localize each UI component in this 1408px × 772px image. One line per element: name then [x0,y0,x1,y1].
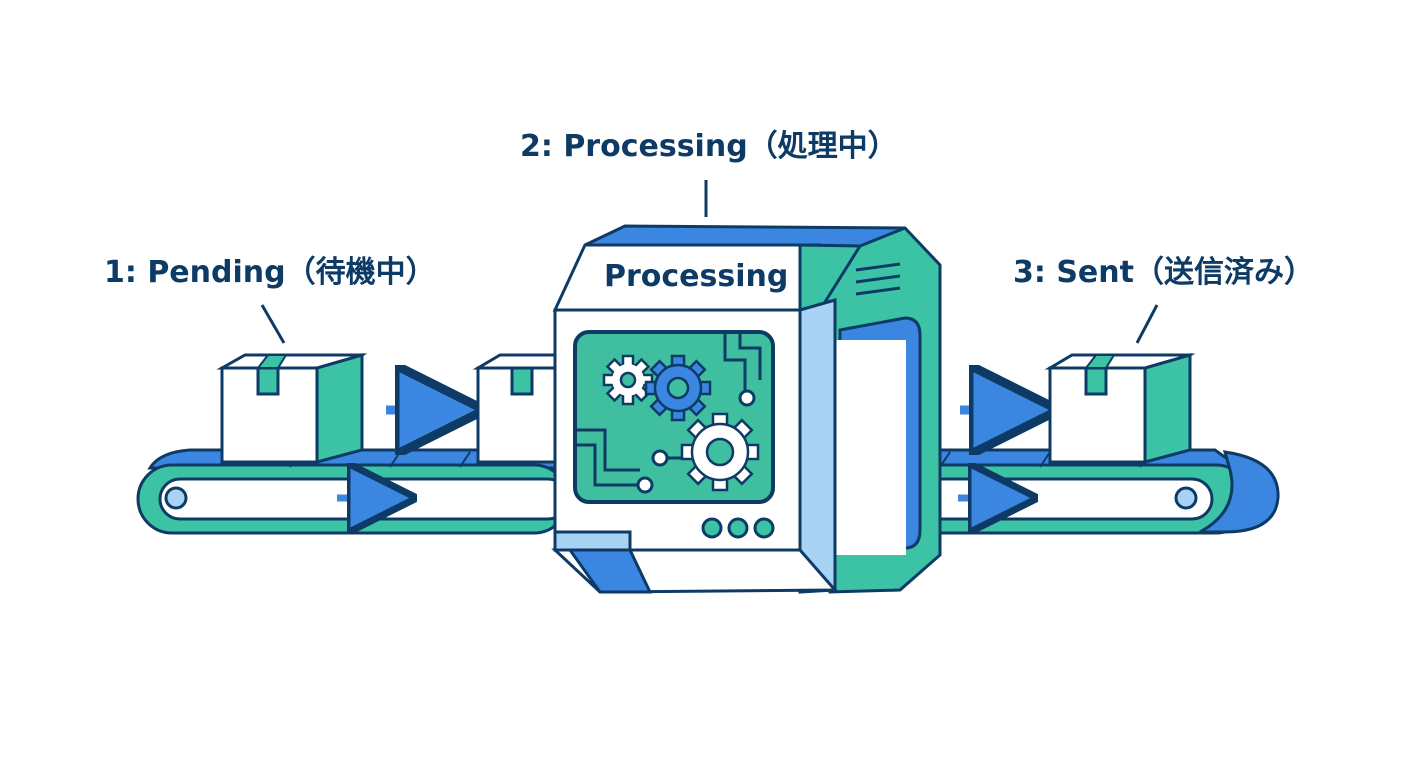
stage-label-processing: 2: Processing（処理中） [520,129,898,164]
machine-title: Processing [604,259,789,294]
leader-line-sent [1135,304,1159,344]
processing-machine [551,224,942,594]
roller-icon [1174,486,1198,510]
box-icon-pending [216,353,368,464]
indicator-lights [701,517,775,539]
gear-icon-small [602,354,654,406]
box-icon-entering [472,353,562,464]
box-icon-sent [1044,353,1196,464]
vent-icon [855,262,901,296]
gear-icon-large [680,412,760,492]
circuit-icon [575,332,762,487]
gear-icon-medium [644,354,712,422]
roller-icon [164,486,188,510]
stage-label-pending: 1: Pending（待機中） [104,255,436,290]
leader-line-pending [260,304,286,344]
stage-label-sent: 3: Sent（送信済み） [1013,255,1314,290]
